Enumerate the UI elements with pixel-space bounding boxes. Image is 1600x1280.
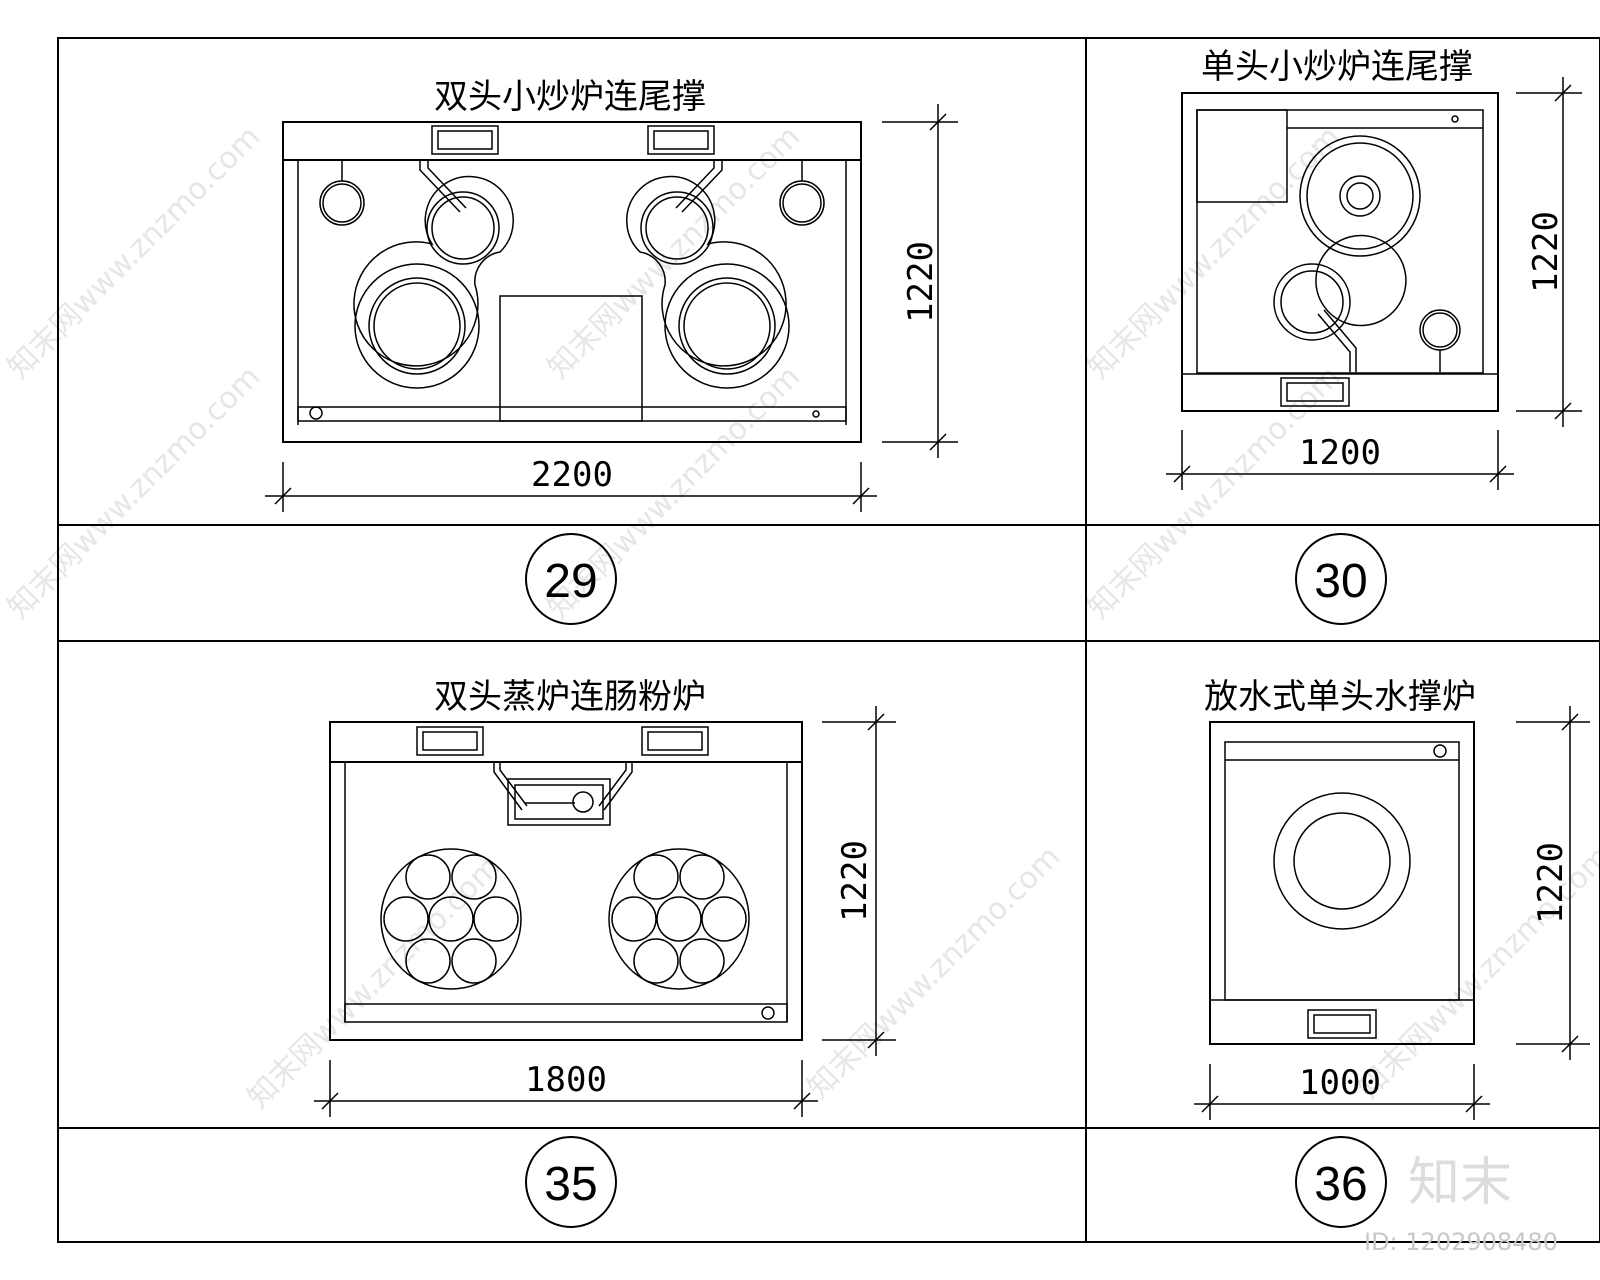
stove-plan-single-wok bbox=[1181, 92, 1499, 412]
drawing-number: 36 bbox=[1314, 1158, 1367, 1211]
width-dimension: 1000 bbox=[1299, 1063, 1381, 1103]
stove-plan-single-water bbox=[1209, 721, 1475, 1045]
dimension-width: 1000 bbox=[1194, 1063, 1490, 1120]
height-dimension: 1220 bbox=[1531, 842, 1571, 924]
table-frame bbox=[57, 37, 1600, 1243]
watermark-text: 知末网www.znzmo.com bbox=[1, 119, 267, 385]
watermark-text: 知末网www.znzmo.com bbox=[1081, 119, 1347, 385]
panel-title: 双头蒸炉连肠粉炉 bbox=[434, 677, 706, 717]
height-dimension: 1220 bbox=[1526, 211, 1566, 293]
panel-title: 双头小炒炉连尾撑 bbox=[434, 77, 706, 117]
watermark-text: 知末网www.znzmo.com bbox=[1, 359, 267, 625]
width-dimension: 1200 bbox=[1299, 433, 1381, 473]
panel-35: 双头蒸炉连肠粉炉 bbox=[314, 677, 896, 1228]
dimension-height: 1220 bbox=[1516, 77, 1582, 427]
watermark-layer: 知末网www.znzmo.com 知末网www.znzmo.com 知末网www… bbox=[1, 119, 1600, 1115]
watermark-text: 知末网www.znzmo.com bbox=[1081, 359, 1347, 625]
watermark-id: ID: 1202908480 bbox=[1364, 1228, 1558, 1256]
panel-title: 放水式单头水撑炉 bbox=[1204, 677, 1476, 717]
drawing-number: 35 bbox=[544, 1158, 597, 1211]
height-dimension: 1220 bbox=[901, 241, 941, 323]
stove-plan-double-wok bbox=[282, 121, 862, 443]
panel-36: 放水式单头水撑炉 1000 1220 bbox=[1194, 677, 1590, 1228]
watermark-brand: 知末 bbox=[1408, 1153, 1512, 1213]
stove-plan-double-steamer bbox=[329, 721, 803, 1041]
drawing-number: 30 bbox=[1314, 555, 1367, 608]
panel-29: 双头小炒炉连尾撑 bbox=[265, 77, 958, 625]
panel-title: 单头小炒炉连尾撑 bbox=[1201, 47, 1473, 87]
width-dimension: 2200 bbox=[531, 455, 613, 495]
drawing-number: 29 bbox=[544, 555, 597, 608]
dimension-height: 1220 bbox=[1516, 706, 1590, 1060]
dimension-height: 1220 bbox=[882, 104, 958, 458]
width-dimension: 1800 bbox=[525, 1060, 607, 1100]
dimension-width: 1800 bbox=[314, 1060, 818, 1117]
height-dimension: 1220 bbox=[835, 840, 875, 922]
panel-30: 单头小炒炉连尾撑 bbox=[1166, 47, 1582, 625]
dimension-width: 2200 bbox=[265, 455, 877, 512]
dimension-height: 1220 bbox=[822, 706, 896, 1056]
dimension-width: 1200 bbox=[1166, 430, 1514, 490]
